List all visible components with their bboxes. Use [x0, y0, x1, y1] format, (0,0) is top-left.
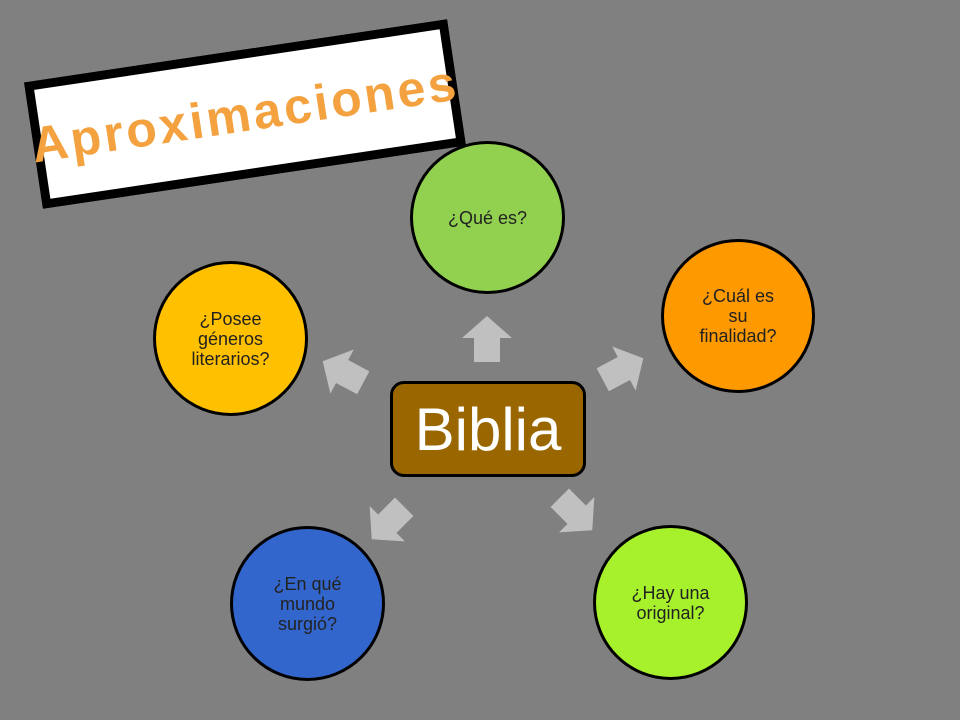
node-label: ¿En qué mundo surgió?	[273, 573, 342, 634]
center-node-biblia: Biblia	[390, 381, 586, 477]
arrow-to-que-es	[462, 316, 512, 362]
diagram-title: Aproximaciones	[27, 54, 463, 174]
node-hay-una-original: ¿Hay una original?	[593, 525, 748, 680]
node-label: ¿Posee géneros literarios?	[191, 308, 270, 369]
node-label: ¿Cuál es su finalidad?	[699, 286, 777, 346]
node-label: ¿Qué es?	[447, 207, 528, 228]
center-node-label: Biblia	[414, 395, 562, 463]
arrow-to-posee-generos-literarios	[322, 349, 370, 395]
arrow-to-en-que-mundo-surgio	[369, 497, 414, 542]
title-banner: Aproximaciones	[23, 19, 467, 209]
node-que-es: ¿Qué es?	[410, 141, 565, 294]
node-posee-generos-literarios: ¿Posee géneros literarios?	[153, 261, 308, 416]
node-label: ¿Hay una original?	[631, 582, 710, 623]
arrow-to-cual-es-su-finalidad	[596, 346, 644, 392]
node-en-que-mundo-surgio: ¿En qué mundo surgió?	[230, 526, 385, 681]
node-cual-es-su-finalidad: ¿Cuál es su finalidad?	[661, 239, 815, 393]
arrow-to-hay-una-original	[550, 488, 595, 533]
